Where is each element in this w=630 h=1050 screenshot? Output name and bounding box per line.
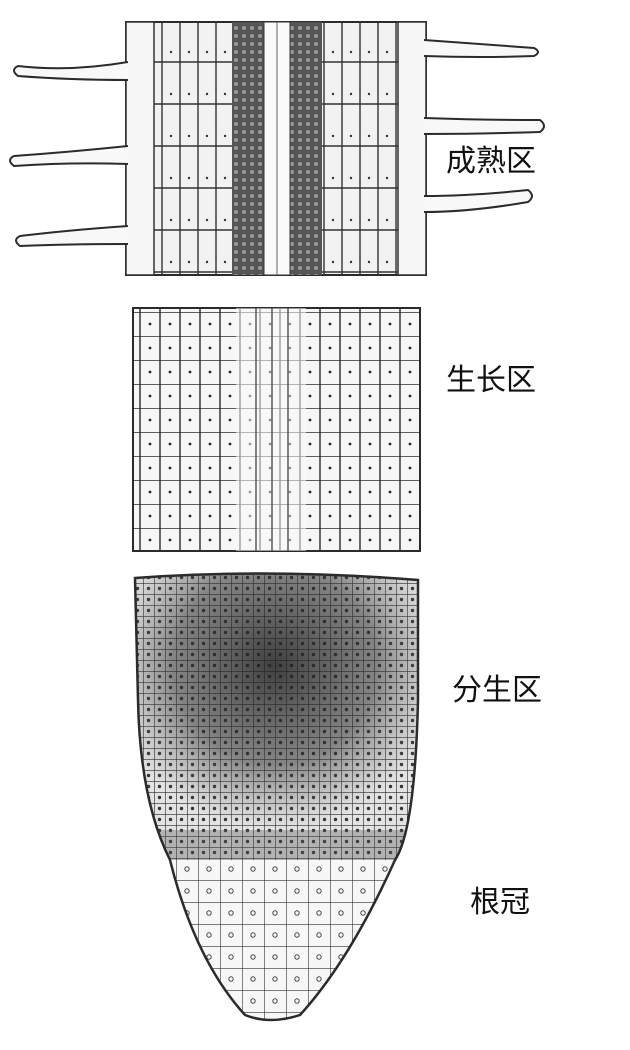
label-elongation-zone: 生长区 [446, 366, 536, 396]
meristem-and-cap-drawing [120, 560, 430, 1040]
label-meristematic-zone: 分生区 [452, 676, 542, 706]
elongation-zone-drawing [133, 308, 420, 551]
label-root-cap: 根冠 [470, 888, 530, 918]
label-maturation-zone: 成熟区 [446, 147, 536, 177]
